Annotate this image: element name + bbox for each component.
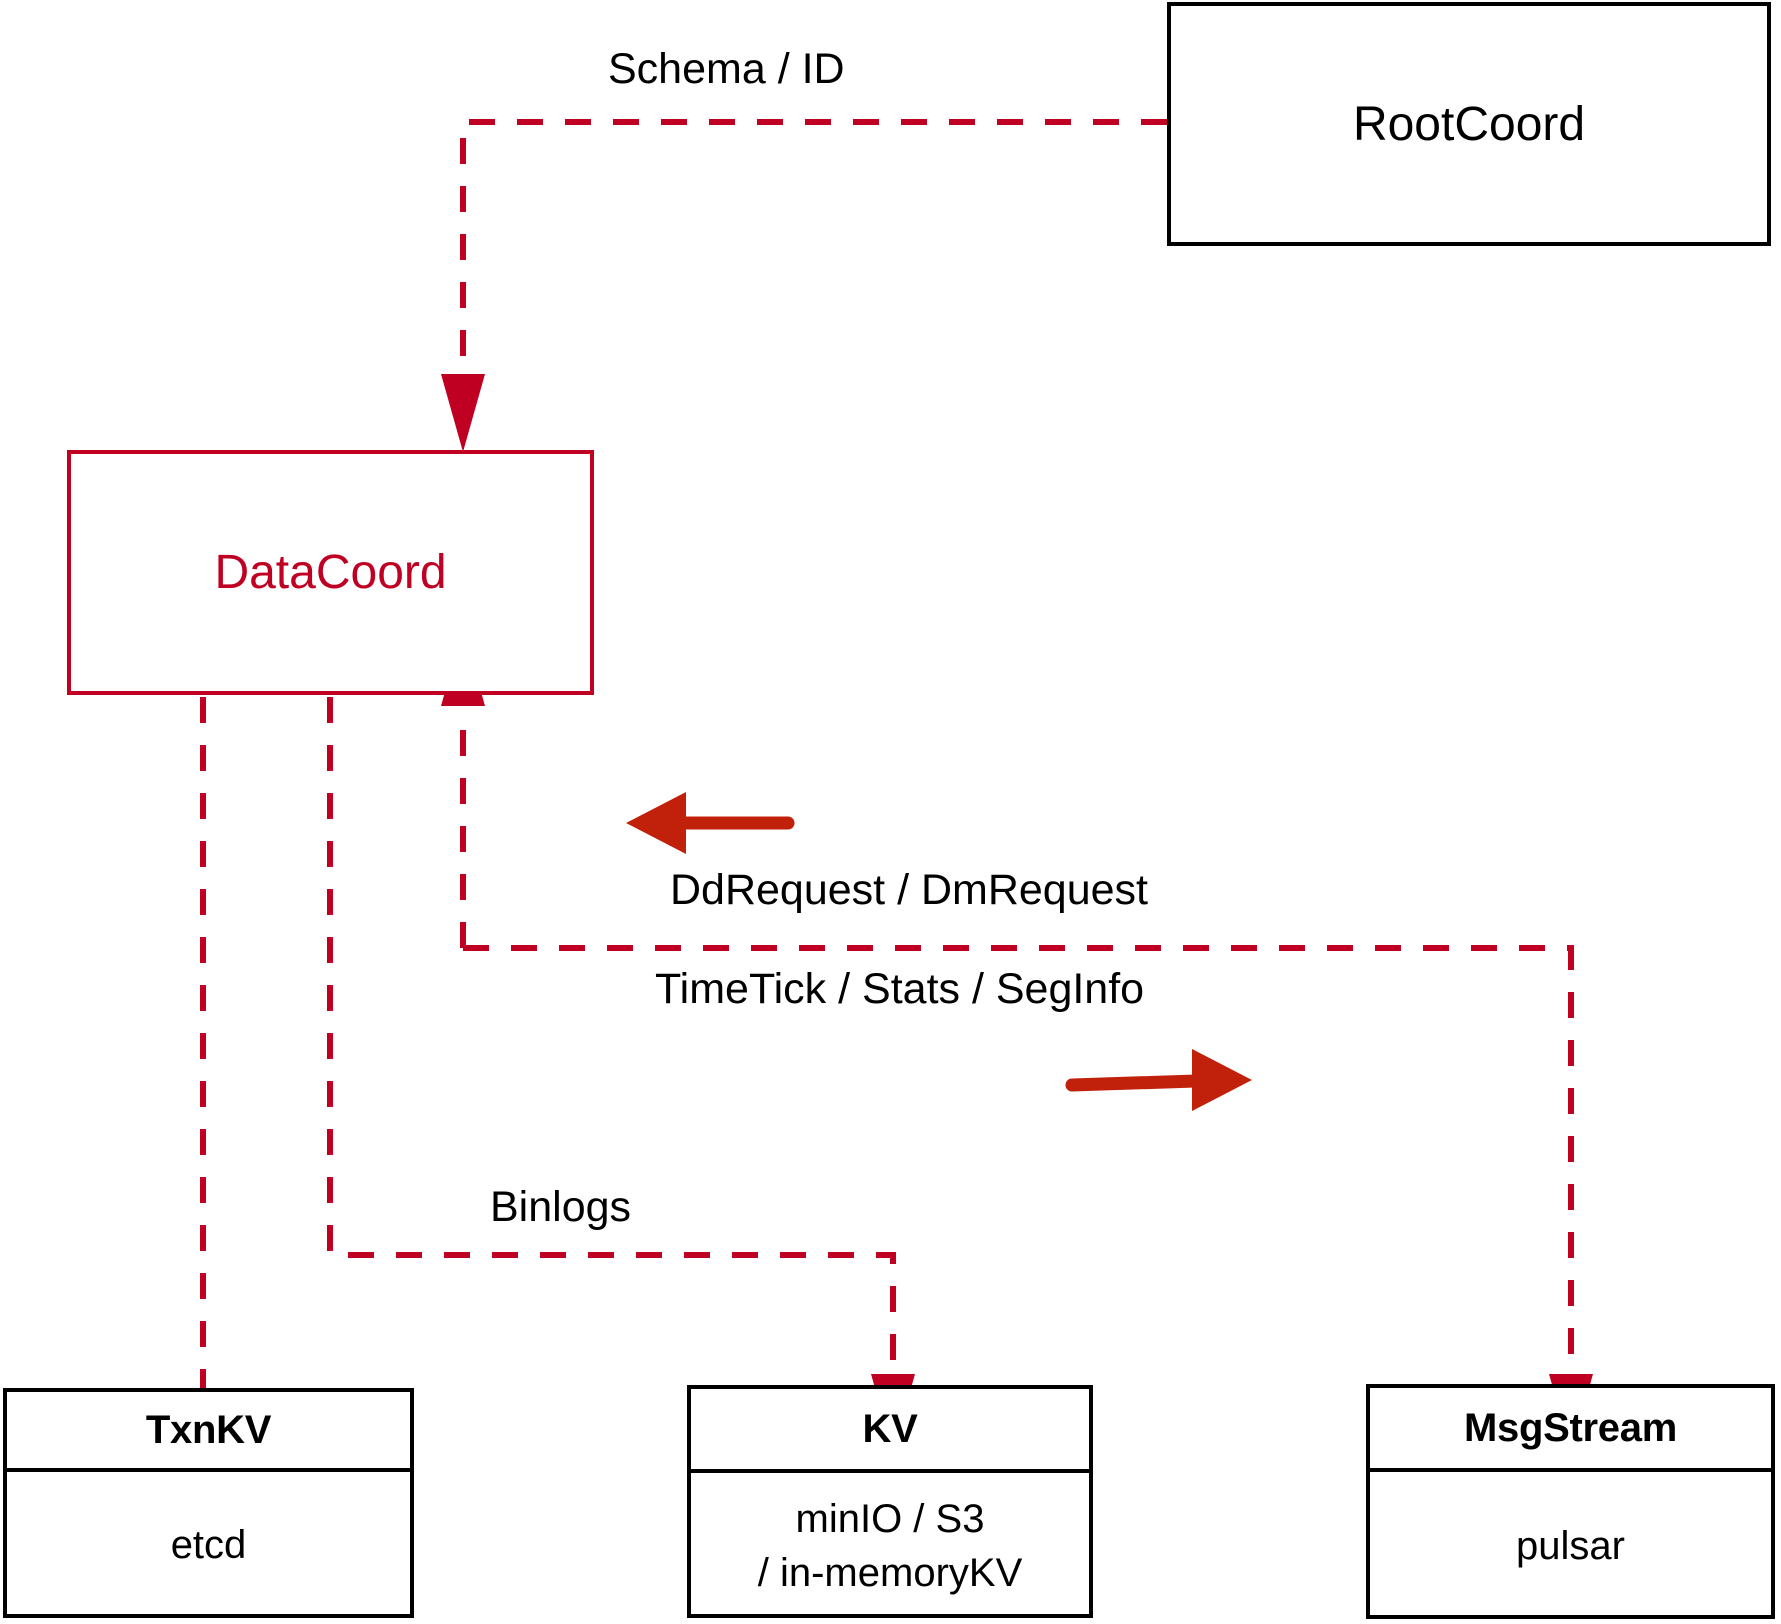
node-datacoord[interactable]: DataCoord xyxy=(67,450,594,695)
arrow-left-ddrequest xyxy=(626,792,795,854)
edge-label-ddrequest-dmrequest: DdRequest / DmRequest xyxy=(670,866,1148,914)
node-txnkv-body-line-0: etcd xyxy=(170,1523,247,1567)
node-kv[interactable]: KV minIO / S3 / in-memoryKV xyxy=(687,1385,1093,1618)
edge-schema-id xyxy=(441,119,1167,452)
edge-label-schema-id: Schema / ID xyxy=(608,45,845,93)
node-kv-body-line-1: / in-memoryKV xyxy=(757,1550,1023,1595)
node-msgstream-title: MsgStream xyxy=(1464,1405,1677,1450)
node-kv-body-line-0: minIO / S3 xyxy=(795,1496,985,1541)
node-txnkv-divider xyxy=(7,1468,410,1472)
node-rootcoord[interactable]: RootCoord xyxy=(1167,2,1771,246)
node-txnkv-body: etcd xyxy=(7,1472,410,1618)
node-msgstream[interactable]: MsgStream pulsar xyxy=(1366,1384,1775,1619)
arrow-right-timetick xyxy=(1065,1049,1252,1111)
edge-msgstream-channel xyxy=(441,628,1593,1452)
node-txnkv[interactable]: TxnKV etcd xyxy=(3,1388,414,1618)
node-msgstream-body-line-0: pulsar xyxy=(1516,1523,1625,1568)
node-kv-title: KV xyxy=(862,1406,918,1451)
edge-label-binlogs: Binlogs xyxy=(490,1183,632,1231)
node-msgstream-body: pulsar xyxy=(1370,1472,1771,1619)
node-msgstream-divider xyxy=(1370,1468,1771,1472)
edge-binlogs xyxy=(327,697,915,1452)
edge-label-timetick-stats-seginfo: TimeTick / Stats / SegInfo xyxy=(655,965,1145,1013)
node-rootcoord-label: RootCoord xyxy=(1352,97,1586,151)
node-datacoord-label: DataCoord xyxy=(214,546,447,599)
node-kv-body: minIO / S3 / in-memoryKV xyxy=(691,1473,1089,1618)
node-kv-divider xyxy=(691,1469,1089,1473)
node-txnkv-title: TxnKV xyxy=(145,1407,272,1452)
